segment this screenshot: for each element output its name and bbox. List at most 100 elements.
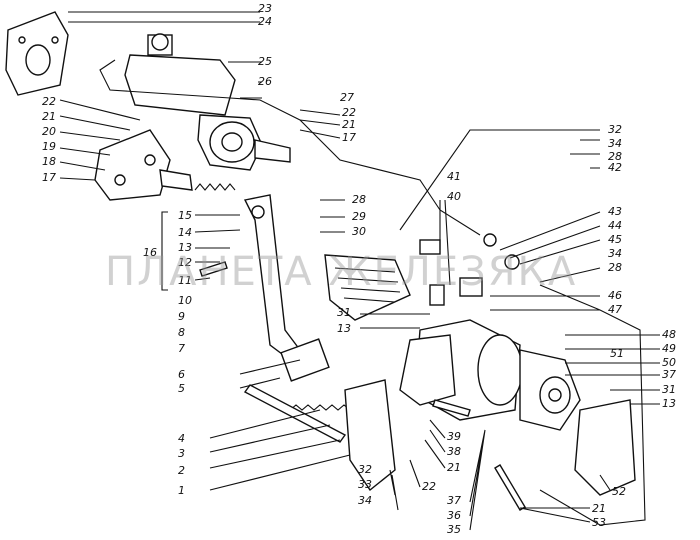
callout-47: 47 [608,303,622,316]
callout-1: 1 [178,484,185,497]
callout-44: 44 [608,219,622,232]
callout-40: 40 [447,190,461,203]
callout-30: 30 [352,225,366,238]
center-fittings [419,233,520,306]
callout-32: 32 [358,463,372,476]
callout-28: 28 [608,150,622,163]
watermark: ПЛАНЕТА ЖЕЛЕЗЯКА [105,249,577,295]
callout-49: 49 [662,342,676,355]
callout-2: 2 [178,464,185,477]
callout-27: 27 [340,91,354,104]
mounting-flange [5,11,69,96]
pedal-pad [324,254,411,321]
brake-pipe [99,59,481,236]
callouts-right-mid: 43 44 45 34 28 46 47 [608,205,622,316]
callout-9: 9 [178,310,185,323]
callout-24: 24 [258,15,272,28]
callout-50: 50 [662,356,676,369]
callout-23: 23 [258,2,272,15]
callout-41: 41 [447,170,461,183]
callout-17: 17 [342,131,356,144]
pedal-lever [243,194,330,382]
callout-42: 42 [608,161,622,174]
callout-3: 3 [178,447,185,460]
callout-10: 10 [178,294,192,307]
callouts-center-pair: 41 40 [447,170,461,203]
callout-7: 7 [178,342,185,355]
callout-39: 39 [447,430,461,443]
push-rod [243,384,347,443]
callout-18: 18 [42,155,56,168]
callout-31: 31 [337,306,351,319]
callout-16: 16 [143,246,157,259]
callout-32: 32 [608,123,622,136]
callout-37: 37 [662,368,676,381]
callout-37: 37 [447,494,461,507]
callout-11: 11 [178,274,192,287]
callout-14: 14 [178,226,192,239]
callout-13: 13 [662,397,676,410]
callout-4: 4 [178,432,185,445]
callout-22: 22 [42,95,56,108]
brake-pipe-return [539,284,646,526]
callout-22: 22 [342,106,356,119]
callout-34: 34 [358,494,372,507]
callout-20: 20 [42,125,56,138]
callout-45: 45 [608,233,622,246]
callout-13: 13 [178,241,192,254]
callout-53: 53 [592,516,606,529]
callout-26: 26 [258,75,272,88]
bracket-center [344,379,396,492]
callouts-right-lower: 48 49 50 37 51 31 13 [610,328,676,410]
callout-29: 29 [352,210,366,223]
callout-52: 52 [612,485,626,498]
callout-13: 13 [337,322,351,335]
callouts-left: 22 21 20 19 18 17 [42,95,56,184]
bolt-mid [432,399,471,417]
return-spring [194,183,236,191]
lower-spring [289,404,357,411]
callout-31: 31 [662,383,676,396]
bracket-left [94,129,193,201]
bolt-left [199,261,228,277]
callout-21: 21 [42,110,56,123]
callout-34: 34 [608,247,622,260]
callout-34: 34 [608,137,622,150]
callouts-bottom-right: 52 21 53 [592,485,626,529]
callouts-lower-left: 10 9 8 7 6 5 4 3 2 1 [178,294,192,497]
callouts-right-upper: 32 34 28 42 [608,123,622,174]
callout-6: 6 [178,368,185,381]
mount-plate-right [574,399,636,496]
callout-43: 43 [608,205,622,218]
callout-28: 28 [352,193,366,206]
callout-46: 46 [608,289,622,302]
callout-28: 28 [608,261,622,274]
callout-21: 21 [342,118,356,131]
bolt-bottom [494,464,526,511]
master-cylinder [124,33,291,171]
callout-19: 19 [42,140,56,153]
callout-5: 5 [178,382,185,395]
callout-48: 48 [662,328,676,341]
leader-lines [59,11,660,531]
callout-21: 21 [447,461,461,474]
callout-35: 35 [447,523,461,536]
callout-33: 33 [358,478,372,491]
callouts-top: 23 24 25 26 27 22 21 17 [258,2,356,144]
callout-8: 8 [178,326,185,339]
callout-38: 38 [447,445,461,458]
callouts-bottom-center: 32 33 34 39 38 21 22 37 36 35 [358,430,461,536]
callout-36: 36 [447,509,461,522]
callout-15: 15 [178,209,192,222]
callout-25: 25 [258,55,272,68]
callouts-pedal-bracket: 15 14 13 12 11 16 [143,209,192,291]
callout-51: 51 [610,347,624,360]
callout-17: 17 [42,171,56,184]
callout-21: 21 [592,502,606,515]
valve-block [399,334,456,406]
callouts-mid-center: 28 29 30 31 13 [337,193,366,335]
callout-22: 22 [422,480,436,493]
callout-12: 12 [178,256,192,269]
